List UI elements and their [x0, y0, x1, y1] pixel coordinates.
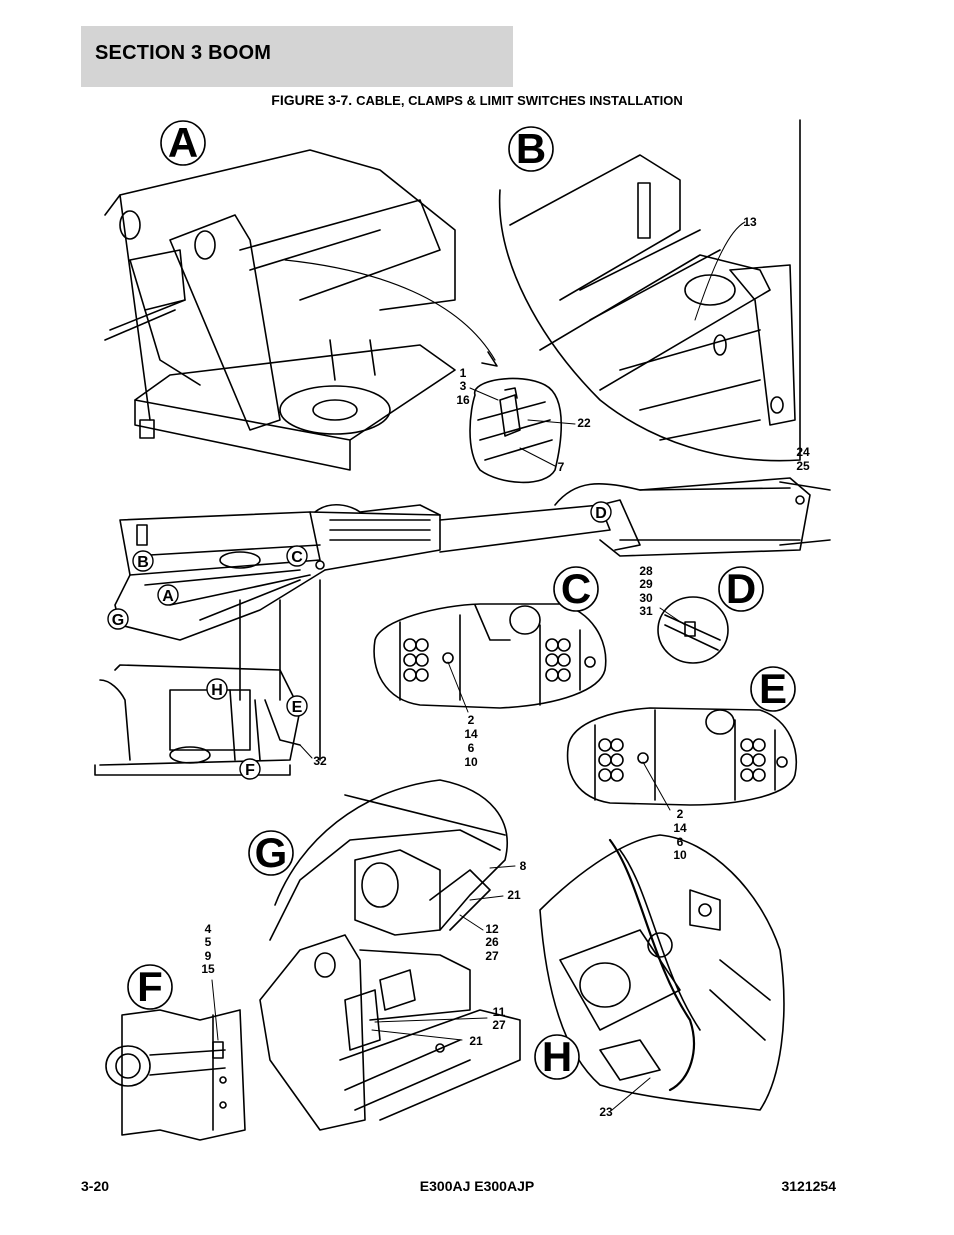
callout-numbers: 1 3 16 22 7 13 24 25 32 2 14 6 10 28 29 …: [201, 215, 810, 1119]
overview-marker-f: F: [245, 762, 255, 779]
figure-number: FIGURE 3-7.: [271, 92, 353, 108]
callout-21-upper: 21: [507, 888, 521, 902]
callout-25: 25: [796, 459, 810, 473]
view-b-drawing: [498, 119, 801, 462]
overview-marker-g: G: [112, 612, 124, 629]
view-letter-f: F: [137, 963, 163, 1010]
overview-marker-d: D: [595, 505, 607, 522]
callout-5: 5: [205, 935, 212, 949]
callout-30: 30: [639, 591, 653, 605]
figure-caption: CABLE, CLAMPS & LIMIT SWITCHES INSTALLAT…: [356, 93, 683, 108]
callout-c-6: 6: [468, 741, 475, 755]
section-header: SECTION 3 BOOM: [81, 26, 513, 87]
view-h-drawing: [539, 834, 785, 1111]
callout-c-14: 14: [464, 727, 478, 741]
view-letter-h: H: [542, 1033, 572, 1080]
callout-13: 13: [743, 215, 757, 229]
view-g-drawing: [259, 779, 521, 1131]
callout-24: 24: [796, 445, 810, 459]
footer-doc-number: 3121254: [781, 1178, 836, 1194]
view-letters: A B C D E F G H: [127, 119, 796, 1080]
overview-markers: B C D A G H E F: [107, 501, 612, 780]
callout-27-lower: 27: [492, 1018, 506, 1032]
callout-9: 9: [205, 949, 212, 963]
callout-12: 12: [485, 922, 499, 936]
callout-27-upper: 27: [485, 949, 499, 963]
callout-3: 3: [460, 379, 467, 393]
callout-c-10: 10: [464, 755, 478, 769]
view-letter-g: G: [255, 829, 288, 876]
footer-page-number: 3-20: [81, 1178, 110, 1194]
overview-marker-a: A: [162, 588, 174, 605]
footer-model: E300AJ E300AJP: [419, 1178, 535, 1194]
callout-28: 28: [639, 564, 653, 578]
callout-16: 16: [456, 393, 470, 407]
callout-e-10: 10: [673, 848, 687, 862]
callout-26: 26: [485, 935, 499, 949]
callout-4: 4: [205, 922, 212, 936]
callout-23: 23: [599, 1105, 613, 1119]
overview-marker-c: C: [291, 549, 303, 566]
overview-marker-h: H: [211, 682, 223, 699]
figure-title: FIGURE 3-7. CABLE, CLAMPS & LIMIT SWITCH…: [0, 92, 954, 108]
callout-e-6: 6: [677, 835, 684, 849]
view-letter-e: E: [759, 665, 787, 712]
overview-drawing: [94, 477, 831, 776]
callout-1: 1: [460, 366, 467, 380]
callout-e-14: 14: [673, 821, 687, 835]
callout-15: 15: [201, 962, 215, 976]
callout-7: 7: [558, 460, 565, 474]
view-a-drawing: [104, 149, 498, 471]
section-title: SECTION 3 BOOM: [95, 42, 272, 64]
callout-32: 32: [313, 754, 327, 768]
view-e-drawing: [566, 707, 797, 811]
callout-8: 8: [520, 859, 527, 873]
view-letter-a: A: [168, 119, 198, 166]
callout-31: 31: [639, 604, 653, 618]
callout-22: 22: [577, 416, 591, 430]
view-c-drawing: [373, 603, 607, 713]
view-letter-d: D: [726, 565, 756, 612]
callout-11: 11: [493, 1005, 506, 1019]
callout-c-2: 2: [468, 713, 475, 727]
overview-marker-b: B: [137, 554, 149, 571]
callout-29: 29: [639, 577, 653, 591]
view-letter-c: C: [561, 565, 591, 612]
callout-21-lower: 21: [469, 1034, 483, 1048]
overview-marker-e: E: [292, 699, 303, 716]
view-letter-b: B: [516, 125, 546, 172]
view-d-drawing: [657, 596, 729, 664]
view-f-drawing: [105, 979, 246, 1141]
view-a-detail-bubble: [469, 377, 576, 484]
callout-e-2: 2: [677, 807, 684, 821]
